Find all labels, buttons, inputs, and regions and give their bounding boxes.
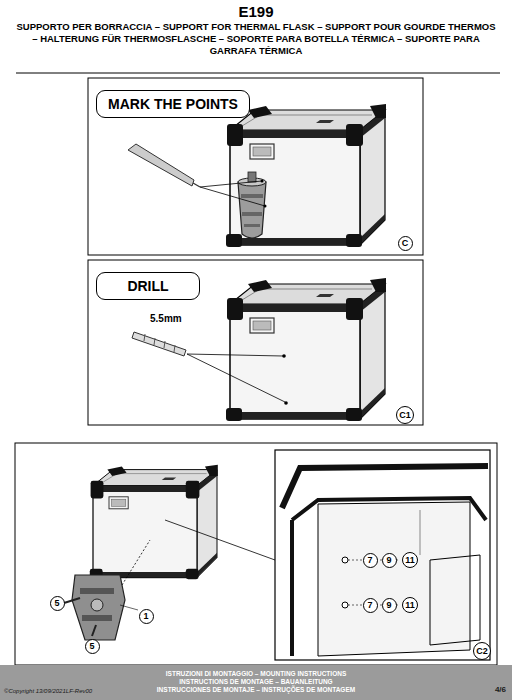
callout-number: C <box>398 236 413 251</box>
holder-bracket <box>64 575 125 640</box>
node-text: C1 <box>399 410 411 420</box>
callout-number: 1 <box>139 609 154 624</box>
node-text: C2 <box>476 646 488 656</box>
callout-number: 7 <box>363 553 378 568</box>
node-text: 11 <box>405 600 415 610</box>
callout-number: 11 <box>402 552 418 568</box>
subtitle: SUPPORTO PER BORRACCIA – SUPPORT FOR THE… <box>16 21 496 57</box>
step-box: DRILL <box>96 272 200 300</box>
copyright: ©Copyright 13/09/2021LF-Rev00 <box>4 688 92 694</box>
node-text: 9 <box>386 555 391 565</box>
panel-mark <box>88 78 423 255</box>
node-text: 11 <box>405 555 415 565</box>
node-text: C <box>402 238 409 248</box>
node-text: INSTRUCTIONS DE MONTAGE – BAUANLEITUNG <box>0 678 512 686</box>
callout-number: 7 <box>363 598 378 613</box>
node-text: 7 <box>367 600 372 610</box>
node-text: 1 <box>143 611 148 621</box>
panel-mount <box>15 443 497 665</box>
node-text: DRILL <box>127 278 168 294</box>
case-interior <box>282 466 488 656</box>
node-text: ISTRUZIONI DI MONTAGGIO – MOUNTING INSTR… <box>0 670 512 678</box>
node-text: 5 <box>54 598 59 608</box>
node-text: MARK THE POINTS <box>108 96 238 112</box>
step-box: MARK THE POINTS <box>96 90 250 118</box>
footer-band: ISTRUZIONI DI MONTAGGIO – MOUNTING INSTR… <box>0 665 512 700</box>
callout-number: 9 <box>382 553 397 568</box>
panel-drill <box>88 260 423 425</box>
callout-number: C1 <box>396 406 414 424</box>
node-text: 7 <box>367 555 372 565</box>
callout-number: C2 <box>473 642 491 660</box>
header-rule <box>16 73 500 74</box>
drill-bit <box>132 332 186 356</box>
callout-number: 11 <box>402 597 418 613</box>
callout-number: 5 <box>85 639 100 654</box>
node-text: 5 <box>89 641 94 651</box>
page-number: 4/6 <box>470 685 506 694</box>
page-title: E199 <box>0 3 512 20</box>
marker-pen <box>128 144 200 187</box>
node-text: 9 <box>386 600 391 610</box>
callout-number: 5 <box>50 596 65 611</box>
callout-number: 9 <box>382 598 397 613</box>
dimension: 5.5mm <box>150 313 182 324</box>
